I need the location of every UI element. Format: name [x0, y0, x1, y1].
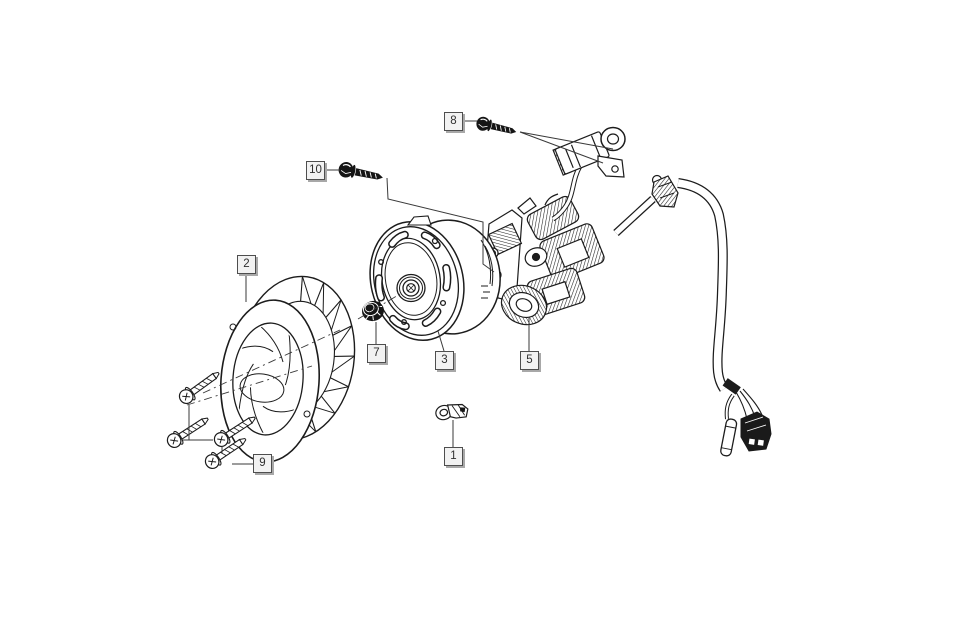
rotor-slots: [374, 230, 452, 331]
stator-assembly-drawing: [485, 193, 605, 326]
flange-nut-drawing: [362, 300, 384, 322]
taped-junction-drawing: [651, 174, 679, 208]
callout-label: 7: [373, 347, 380, 359]
pickup-coil-drawing: [552, 126, 626, 178]
stator-screw-10-drawing: [336, 160, 385, 186]
callout-label: 5: [526, 354, 533, 366]
callout-9[interactable]: 9: [253, 454, 272, 473]
cable-clip-drawing: [435, 403, 469, 421]
callout-label: 3: [441, 354, 448, 366]
flywheel-rotor-drawing: [369, 215, 501, 342]
callout-label: 9: [259, 457, 266, 469]
callout-1[interactable]: 1: [444, 447, 463, 466]
callout-3[interactable]: 3: [435, 351, 454, 370]
callout-label: 1: [450, 450, 457, 462]
callout-5[interactable]: 5: [520, 351, 539, 370]
fan-hole-inner-blades: [238, 325, 297, 436]
callout-label: 10: [309, 164, 322, 176]
callout-10[interactable]: 10: [306, 161, 325, 180]
callout-8[interactable]: 8: [444, 112, 463, 131]
cooling-fan-drawing: [219, 275, 356, 463]
cable-connector-drawing: [740, 411, 772, 452]
callout-leader-lines: [183, 120, 614, 465]
bullet-terminal-drawing: [720, 418, 738, 457]
wiring-harness-drawing: [551, 164, 772, 457]
callout-label: 8: [450, 115, 457, 127]
callout-7[interactable]: 7: [367, 344, 386, 363]
callout-2[interactable]: 2: [237, 255, 256, 274]
assembly-axis-dashes: [186, 293, 401, 406]
callout-label: 2: [243, 258, 250, 270]
pickup-screw-8-drawing: [474, 114, 518, 140]
